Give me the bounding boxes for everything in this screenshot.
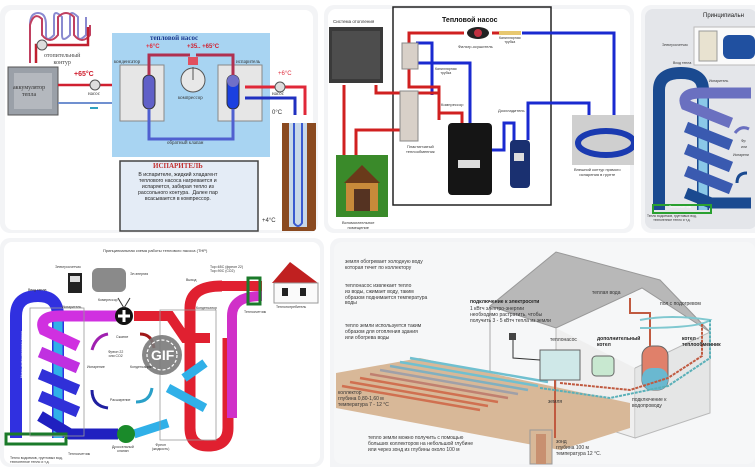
output-label: Выход bbox=[186, 278, 197, 282]
floor-heating-label: пол с подогревом bbox=[660, 301, 701, 307]
diagram-title-4: Принципиальная схема работы теплового на… bbox=[103, 248, 208, 253]
water-connection-label: подключение к водопроводу bbox=[632, 397, 667, 409]
source-label-4: Тепло водоемов, грунтовых вод, техногенн… bbox=[10, 456, 63, 465]
heating-system-label: Система отопления bbox=[333, 19, 375, 24]
consumer-label: Теплопотребитель bbox=[276, 305, 307, 309]
compressor-label-2: Компрессор bbox=[441, 102, 464, 107]
side2-label: или bbox=[741, 145, 747, 149]
heat-meter-right-label: Теплосчетчик bbox=[244, 310, 267, 314]
temp-cond-label: +6°C bbox=[146, 44, 160, 50]
gif-badge[interactable]: GIF bbox=[151, 347, 175, 363]
source-label: Тепло водоемов, грунтовых вод, техногенн… bbox=[647, 214, 697, 222]
heat-pump-diagram-4 bbox=[4, 242, 320, 464]
image-result-2[interactable]: Система отопления Тепловой насос Фильтр-… bbox=[324, 5, 634, 233]
heat-pump-diagram-1 bbox=[5, 10, 316, 232]
compressor-label-4: Компрессор bbox=[98, 298, 118, 302]
heat-pump-title-2: Тепловой насос bbox=[442, 17, 498, 24]
meter-label-4: Электросчетчик bbox=[55, 265, 81, 269]
condensation-label: Конденсация bbox=[130, 365, 152, 369]
warm-water-label: теплая вода bbox=[592, 290, 621, 296]
heat-pump-diagram-3 bbox=[645, 9, 755, 229]
image-result-1[interactable]: отопительный контур аккумулятор тепла +6… bbox=[0, 5, 318, 233]
evaporation-label: Испарение bbox=[87, 365, 105, 369]
heat-in-label: Вход тепла bbox=[673, 61, 692, 65]
extra-boiler-label: дополнительный котел bbox=[597, 336, 641, 348]
meter-label: Электросчетчик bbox=[662, 43, 688, 47]
aux-room-label: Вспомогательное помещение bbox=[342, 220, 375, 230]
temp-four-label: +4°C bbox=[262, 218, 276, 224]
pump-right-label: насос bbox=[272, 92, 284, 97]
bottom-text: тепло земли можно получить с помощью бол… bbox=[368, 435, 473, 453]
capillary1-label: Капиллярная трубка bbox=[499, 36, 521, 45]
text-earth-heats: земля обогревает холодную воду которая т… bbox=[345, 259, 423, 271]
info-text: В испарителе, жидкий хладагент теплового… bbox=[138, 172, 218, 202]
heat-meter-label: Теплосчетчик bbox=[669, 205, 692, 209]
image-result-5[interactable]: земля обогревает холодную воду которая т… bbox=[330, 238, 755, 467]
collector-label: коллектор глубина 0,80-1,60 м температур… bbox=[338, 390, 389, 408]
throttle-label: Дроссельный клапан bbox=[112, 445, 134, 454]
condenser-label: конденсатор bbox=[114, 60, 141, 65]
plate-hx-label: Пластинчатый теплообменник bbox=[406, 144, 435, 154]
freon-label: Фреон 22 или СО2 bbox=[108, 350, 124, 359]
heater-label: Доохладитель bbox=[498, 108, 525, 113]
earth-label: земля bbox=[548, 399, 563, 405]
text-heat-pump-extracts: теплонасос извлекает тепло из воды, сжим… bbox=[345, 283, 428, 307]
filter-label: Фильтр-осушитель bbox=[458, 44, 493, 49]
heat-pump-diagram-2 bbox=[328, 6, 634, 229]
check-valve-label: обратный клапан bbox=[167, 141, 204, 146]
accumulator-label: аккумулятор тепла bbox=[13, 85, 46, 98]
temps-label: Тор=65С (фреон 22) Тор=90С (СО2) bbox=[210, 265, 244, 274]
electric-title: подключение к электросети bbox=[470, 299, 540, 305]
compressor-label: компрессор bbox=[178, 96, 203, 101]
side1-label: Фр bbox=[741, 139, 746, 143]
heat-pump-title: тепловой насос bbox=[150, 34, 199, 42]
boiler-hx-label: котел - теплообменник bbox=[682, 336, 721, 348]
geothermal-house-diagram bbox=[334, 242, 755, 465]
heat-pump-label-5: теплонасос bbox=[550, 337, 577, 343]
electric-text: 1 кВтч электро-энергии необходимо растра… bbox=[470, 306, 551, 324]
principal-title: Принципиальн bbox=[703, 13, 744, 19]
side3-label: Испарени bbox=[733, 153, 749, 157]
evaporator-label: испаритель bbox=[236, 60, 261, 65]
temp-comp-label: +35.. +65°C bbox=[187, 44, 220, 50]
low-potential-label: Низко потенциального тепла bbox=[20, 331, 24, 378]
evaporator-label-4: Испаритель bbox=[62, 305, 82, 309]
condenser-label-4: Конденсатор bbox=[196, 306, 217, 310]
capillary2-label: Капиллярная трубка bbox=[435, 67, 457, 76]
temp-zero-label: 0°C bbox=[272, 110, 283, 116]
text-earth-heat-used: тепло земли используется таким образом д… bbox=[345, 323, 422, 341]
probe-label: зонд глубина 100 м температура 12 °С. bbox=[556, 439, 602, 457]
temp-right-label: +6°C bbox=[278, 71, 292, 77]
evaporator-label-3: Испаритель bbox=[709, 79, 729, 83]
heat-meter-left-label: Теплосчетчик bbox=[68, 452, 91, 456]
heating-circuit-label: отопительный контур bbox=[44, 53, 81, 66]
image-result-4[interactable]: Принципиальная схема работы теплового на… bbox=[0, 238, 324, 467]
freon-liquid-label: Фреон (жидкость) bbox=[152, 443, 170, 452]
temp-out-label: +65°C bbox=[74, 71, 94, 78]
compression-label: Сжатие bbox=[116, 335, 129, 339]
image-result-3[interactable]: Принципиальн Электросчетчик Вход тепла И… bbox=[641, 5, 755, 233]
info-title: ИСПАРИТЕЛЬ bbox=[153, 162, 203, 170]
expansion-label: Расширение bbox=[110, 398, 131, 402]
pump-left-label: насос bbox=[88, 92, 100, 97]
external-loop-label: Внешний контур прямого испарения в грунт… bbox=[574, 167, 621, 177]
heat-in-label-4: Ввод тепла bbox=[28, 288, 47, 292]
energy-label: Эл.энергия bbox=[130, 272, 149, 276]
